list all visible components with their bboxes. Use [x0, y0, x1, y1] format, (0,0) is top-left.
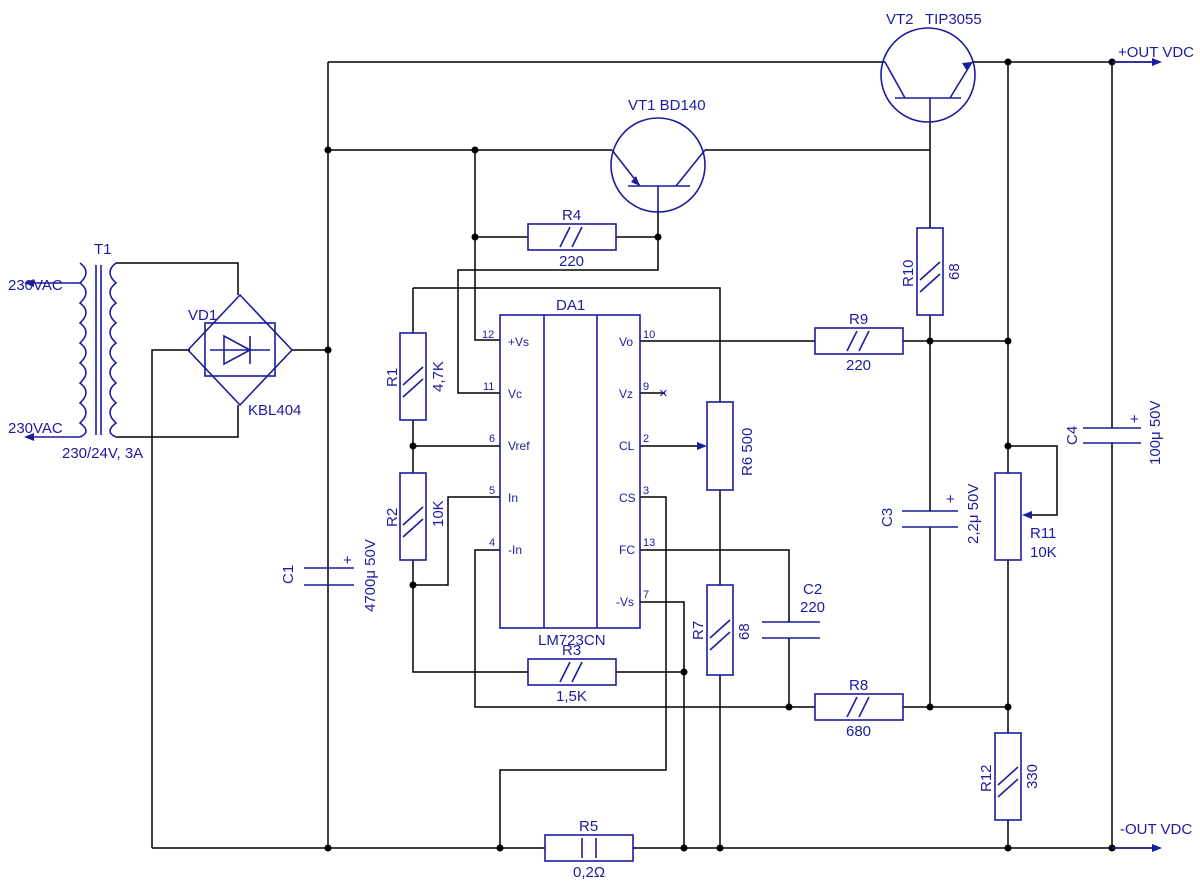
vt1-ref: VT1 BD140 [628, 97, 706, 114]
ic-da1: DA1 LM723CN 12 +Vs 11 Vc 6 Vref 5 In 4 -… [482, 297, 668, 649]
resistor-r6: R6 500 [706, 401, 756, 491]
r3-ref: R3 [562, 642, 581, 659]
resistor-r5: R5 0,2Ω [544, 818, 634, 881]
pin-3-num: 3 [643, 485, 649, 497]
r4-value: 220 [559, 253, 584, 270]
pin-12-name: +Vs [508, 335, 529, 349]
pin-2-num: 2 [643, 433, 649, 445]
r8-ref: R8 [849, 677, 868, 694]
r4-ref: R4 [562, 207, 581, 224]
vd1-value: KBL404 [248, 402, 301, 419]
junction-dots [324, 58, 1116, 852]
pin-12-num: 12 [482, 329, 494, 341]
potentiometer-r11: R11 10K [994, 472, 1057, 561]
cl-arrow [697, 442, 707, 450]
r3-value: 1,5K [556, 688, 587, 705]
da1-ref: DA1 [556, 297, 585, 314]
pin-7-name: -Vs [616, 595, 634, 609]
pin-9-nc-mark: × [659, 385, 668, 402]
t1-ref: T1 [94, 241, 112, 258]
r10-value: 68 [946, 263, 963, 280]
resistor-r1: R1 4,7K [384, 332, 447, 421]
resistor-r8: R8 680 [814, 677, 904, 740]
r12-value: 330 [1024, 764, 1041, 789]
ac-input-bottom-label: 230VAC [8, 420, 63, 437]
pin-13-name: FC [619, 543, 635, 557]
transistor-vt2: VT2 TIP3055 [880, 11, 982, 123]
c3-value: 2,2μ 50V [965, 484, 982, 544]
pin-4-num: 4 [489, 537, 495, 549]
r7-ref: R7 [690, 621, 707, 640]
vt2-value: TIP3055 [925, 11, 982, 28]
pin-9-num: 9 [643, 381, 649, 393]
c1-polarity: + [343, 552, 352, 569]
output-terminals: +OUT VDC -OUT VDC [1112, 44, 1194, 852]
r10-ref: R10 [900, 259, 917, 287]
c3-ref: C3 [879, 508, 896, 527]
r2-value: 10K [430, 500, 447, 527]
c2-ref: C2 [803, 581, 822, 598]
resistor-r9: R9 220 [814, 311, 904, 374]
resistor-r12: R12 330 [978, 732, 1041, 821]
vt2-ref: VT2 [886, 11, 914, 28]
pin-2-name: CL [619, 439, 635, 453]
capacitor-c2: C2 220 [762, 581, 825, 639]
r1-ref: R1 [384, 368, 401, 387]
r9-ref: R9 [849, 311, 868, 328]
vd1-ref: VD1 [188, 307, 217, 324]
pin-10-num: 10 [643, 329, 655, 341]
pin-11-num: 11 [483, 381, 494, 393]
r11-value: 10K [1030, 544, 1057, 561]
pin-3-name: CS [619, 491, 636, 505]
r11-ref: R11 [1030, 525, 1056, 542]
pin-5-name: In [508, 491, 518, 505]
resistor-r4: R4 220 [527, 207, 617, 270]
pin-13-num: 13 [643, 537, 655, 549]
r7-value: 68 [736, 623, 753, 640]
pin-6-num: 6 [489, 433, 495, 445]
resistor-r10: R10 68 [900, 227, 963, 316]
transformer-t1: T1 230VAC 230VAC 230/24V, 3A [8, 241, 143, 462]
pin-5-num: 5 [489, 485, 495, 497]
out-negative-label: -OUT VDC [1120, 821, 1192, 838]
c4-polarity: + [1130, 411, 1139, 428]
c4-value: 100μ 50V [1147, 400, 1164, 465]
pin-7-num: 7 [643, 589, 649, 601]
r1-value: 4,7K [430, 361, 447, 392]
pin-6-name: Vref [508, 439, 530, 453]
c4-ref: C4 [1064, 426, 1081, 445]
out-positive-label: +OUT VDC [1118, 44, 1194, 61]
resistor-r3: R3 1,5K [527, 642, 617, 705]
r12-ref: R12 [978, 764, 995, 792]
t1-value: 230/24V, 3A [62, 445, 143, 462]
capacitor-c3: + C3 2,2μ 50V [879, 484, 982, 544]
r5-value: 0,2Ω [573, 864, 605, 881]
resistor-r7: R7 68 [690, 584, 753, 676]
capacitor-c1: + C1 4700μ 50V [280, 539, 379, 612]
pin-10-name: Vo [619, 335, 633, 349]
c2-value: 220 [800, 599, 825, 616]
transistor-vt1: VT1 BD140 [610, 97, 706, 213]
da1-value: LM723CN [538, 632, 606, 649]
r6-ref: R6 500 [739, 428, 756, 476]
c1-ref: C1 [280, 565, 297, 584]
c3-polarity: + [946, 491, 955, 508]
pin-11-name: Vc [508, 387, 522, 401]
capacitor-c4: + C4 100μ 50V [1064, 400, 1164, 465]
ac-input-top-label: 230VAC [8, 277, 63, 294]
resistor-r2: R2 10K [384, 472, 447, 561]
bridge-vd1: VD1 KBL404 [186, 293, 301, 419]
c1-value: 4700μ 50V [362, 539, 379, 612]
r8-value: 680 [846, 723, 871, 740]
r2-ref: R2 [384, 508, 401, 527]
r9-value: 220 [846, 357, 871, 374]
pin-9-name: Vz [619, 387, 633, 401]
r5-ref: R5 [579, 818, 598, 835]
pin-4-name: -In [508, 543, 522, 557]
